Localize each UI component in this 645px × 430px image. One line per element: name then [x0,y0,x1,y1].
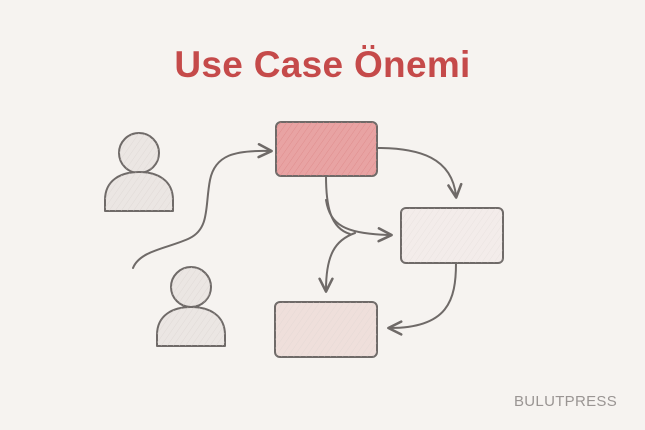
box-right [400,207,504,264]
connector-actor-to-top-box [132,143,273,269]
box-top [275,121,378,177]
actor-lower-icon [156,266,226,347]
connector-branch-to-bottom [318,232,356,293]
page-title: Use Case Önemi [174,44,471,85]
watermark: BULUTPRESS [514,393,618,410]
connector-top-down [325,175,351,235]
connector-right-to-bottom [387,262,457,336]
box-bottom [274,301,378,358]
connector-top-to-right [376,147,463,199]
actor-upper-icon [104,132,174,212]
connector-branch-to-right [325,199,393,243]
